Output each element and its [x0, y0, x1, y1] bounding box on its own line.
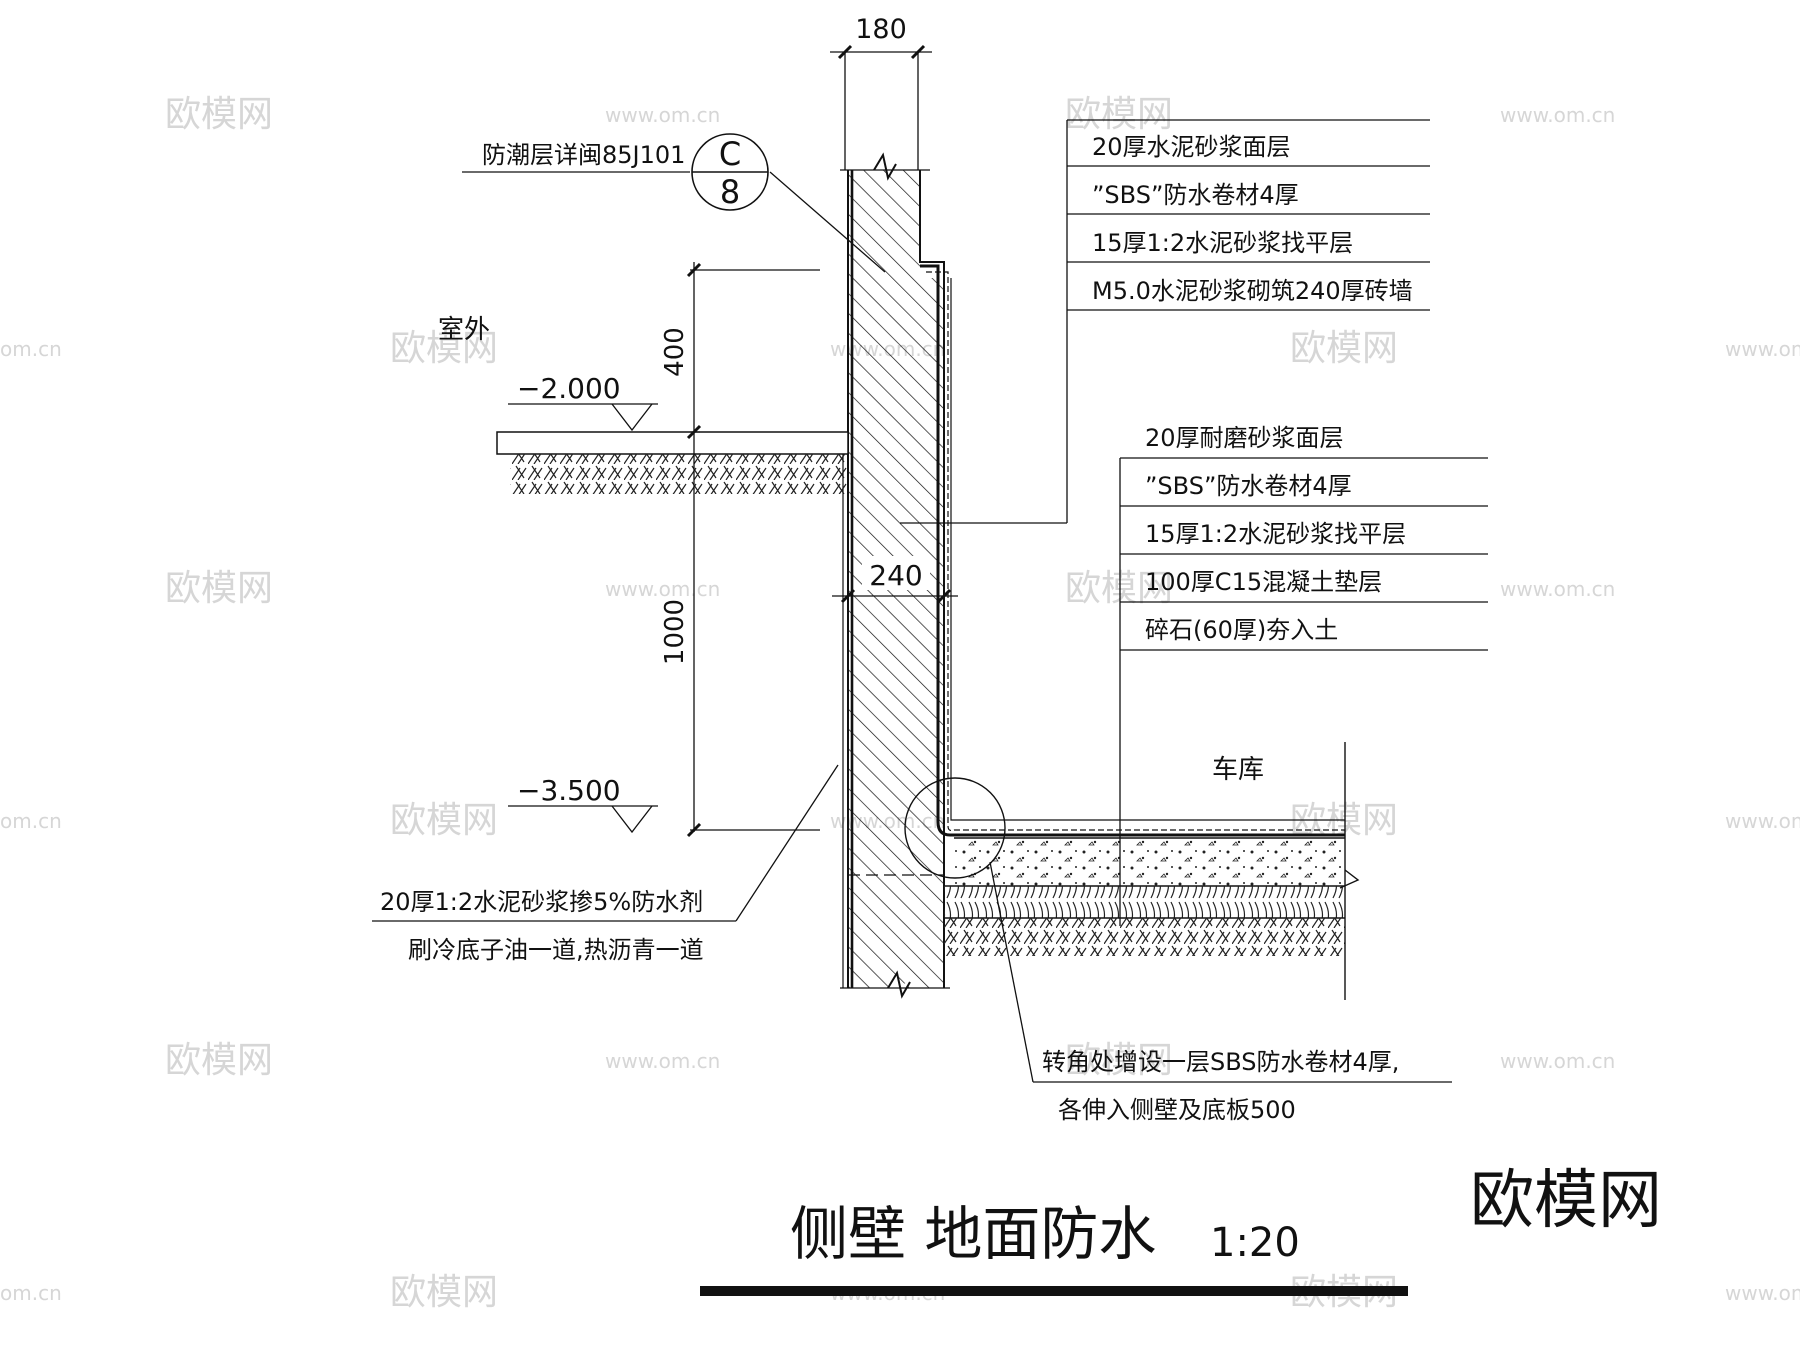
watermark-brand: 欧模网 [165, 568, 273, 609]
detail-reference: 防潮层详闽85J101 C 8 [462, 133, 886, 273]
outer-coating-callout: 20厚1:2水泥砂浆掺5%防水剂 刷冷底子油一道,热沥青一道 [372, 764, 839, 964]
wall-layer-3: 15厚1:2水泥砂浆找平层 [1092, 229, 1353, 257]
watermark-url: www.om.cn [1500, 103, 1615, 127]
watermark-url: www.om.cn [1725, 1281, 1800, 1305]
watermark-url: www.om.cn [605, 103, 720, 127]
drawing-title-scale: 1:20 [1210, 1220, 1300, 1266]
top-dimension-value: 180 [855, 14, 907, 45]
lower-height-value: 1000 [660, 599, 690, 665]
detail-reference-text: 防潮层详闽85J101 [482, 141, 685, 169]
watermark-brand: 欧模网 [165, 94, 273, 135]
watermark-brand: 欧模网 [390, 328, 498, 369]
elevation-ground-value: −2.000 [517, 372, 621, 405]
floor-layer-4: 100厚C15混凝土垫层 [1145, 568, 1382, 596]
detail-circle-bottom: 8 [720, 173, 740, 211]
watermark-url: www.om.cn [1725, 337, 1800, 361]
drawing-title: 侧壁 地面防水 1:20 [700, 1200, 1408, 1296]
drawing-title-main: 侧壁 地面防水 [790, 1200, 1156, 1268]
vertical-dimension: 400 1000 [660, 262, 820, 838]
corner-note-callout: 转角处增设一层SBS防水卷材4厚, 各伸入侧壁及底板500 [989, 861, 1452, 1124]
watermark-brand: 欧模网 [1065, 1040, 1173, 1081]
corner-note-line2: 各伸入侧壁及底板500 [1058, 1096, 1296, 1124]
elevation-ground: −2.000 [508, 372, 658, 432]
floor-layer-5: 碎石(60厚)夯入土 [1145, 616, 1338, 644]
watermark-domain: om.cn [0, 1281, 62, 1305]
watermark-brand: 欧模网 [390, 1272, 498, 1313]
detail-circle-top: C [719, 135, 741, 173]
outdoor-ground [496, 431, 849, 494]
wall-layer-2: ”SBS”防水卷材4厚 [1092, 181, 1299, 209]
outdoor-label: 室外 [438, 315, 490, 345]
top-dimension: 180 [830, 14, 932, 170]
floor-layer-2: ”SBS”防水卷材4厚 [1145, 472, 1352, 500]
floor-layer-callout: 20厚耐磨砂浆面层 ”SBS”防水卷材4厚 15厚1:2水泥砂浆找平层 100厚… [1119, 424, 1488, 926]
watermark-url: www.om.cn [1500, 577, 1615, 601]
watermark-domain: om.cn [0, 809, 62, 833]
watermark-url: www.om.cn [1725, 809, 1800, 833]
brand-logo: 欧模网 [1470, 1164, 1662, 1238]
corner-detail-circle [904, 777, 1006, 879]
wall-layer-1: 20厚水泥砂浆面层 [1092, 133, 1291, 161]
watermark-url: www.om.cn [605, 577, 720, 601]
watermark-domain: om.cn [0, 337, 62, 361]
wall-thickness-dimension: 240 [832, 556, 958, 604]
wall-layer-4: M5.0水泥砂浆砌筑240厚砖墙 [1092, 277, 1413, 305]
floor-layer-1: 20厚耐磨砂浆面层 [1145, 424, 1344, 452]
elevation-floor: −3.500 [508, 774, 658, 834]
outer-coating-line1: 20厚1:2水泥砂浆掺5%防水剂 [380, 888, 703, 916]
wall-thickness-value: 240 [869, 559, 922, 592]
watermark-url: www.om.cn [605, 1049, 720, 1073]
wall-layer-callout: 20厚水泥砂浆面层 ”SBS”防水卷材4厚 15厚1:2水泥砂浆找平层 M5.0… [900, 119, 1430, 524]
elevation-floor-value: −3.500 [517, 774, 621, 807]
floor-slab [944, 742, 1360, 1000]
watermark-brand: 欧模网 [1065, 94, 1173, 135]
outer-coating-line2: 刷冷底子油一道,热沥青一道 [408, 936, 704, 964]
corner-note-line1: 转角处增设一层SBS防水卷材4厚, [1042, 1048, 1399, 1076]
garage-label: 车库 [1212, 755, 1264, 785]
watermark-url: www.om.cn [1500, 1049, 1615, 1073]
watermark-brand: 欧模网 [390, 800, 498, 841]
floor-layer-3: 15厚1:2水泥砂浆找平层 [1145, 520, 1406, 548]
watermark-brand: 欧模网 [1290, 328, 1398, 369]
upper-height-value: 400 [660, 327, 690, 377]
watermark-brand: 欧模网 [165, 1040, 273, 1081]
